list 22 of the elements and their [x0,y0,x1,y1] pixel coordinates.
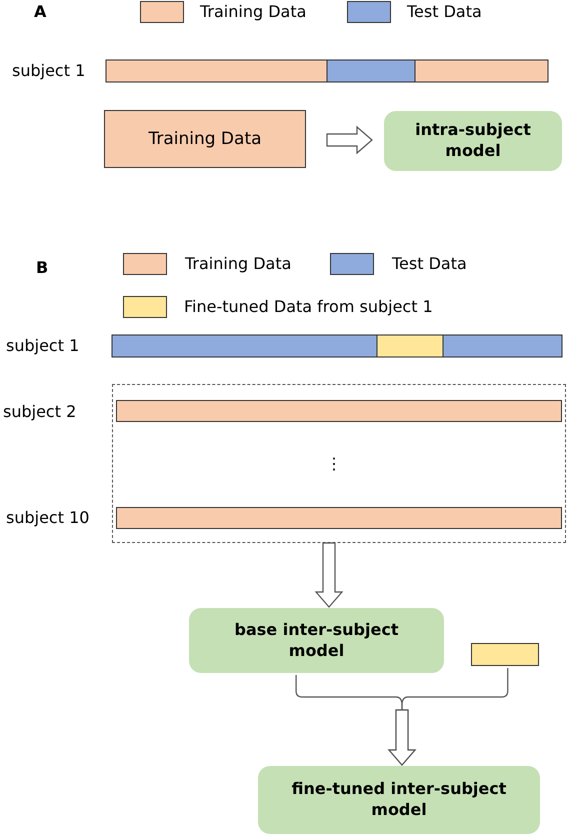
subject-label: subject 1 [6,336,80,355]
legend-label: Training Data [200,2,306,21]
ellipsis-mark: ⋮ [326,454,342,473]
legend-label: Test Data [407,2,482,21]
arrow [314,542,344,608]
panel-letter: B [36,258,48,277]
data-bar [116,400,562,422]
panel-letter: A [34,2,46,21]
model-box: fine-tuned inter-subject model [258,766,540,834]
data-bar [116,507,562,529]
legend-label: Fine-tuned Data from subject 1 [184,297,433,316]
dashed-group-box [112,384,566,543]
model-box: base inter-subject model [189,608,444,673]
legend-label: Test Data [392,254,467,273]
arrow [326,126,373,154]
legend-label: Training Data [185,254,292,273]
data-bar [471,643,539,666]
subject-label: subject 10 [6,508,90,527]
model-box: intra-subject model [384,111,562,171]
subject-label: subject 1 [12,61,86,80]
subject-label: subject 2 [3,402,76,421]
training-data-box: Training Data [104,110,306,168]
